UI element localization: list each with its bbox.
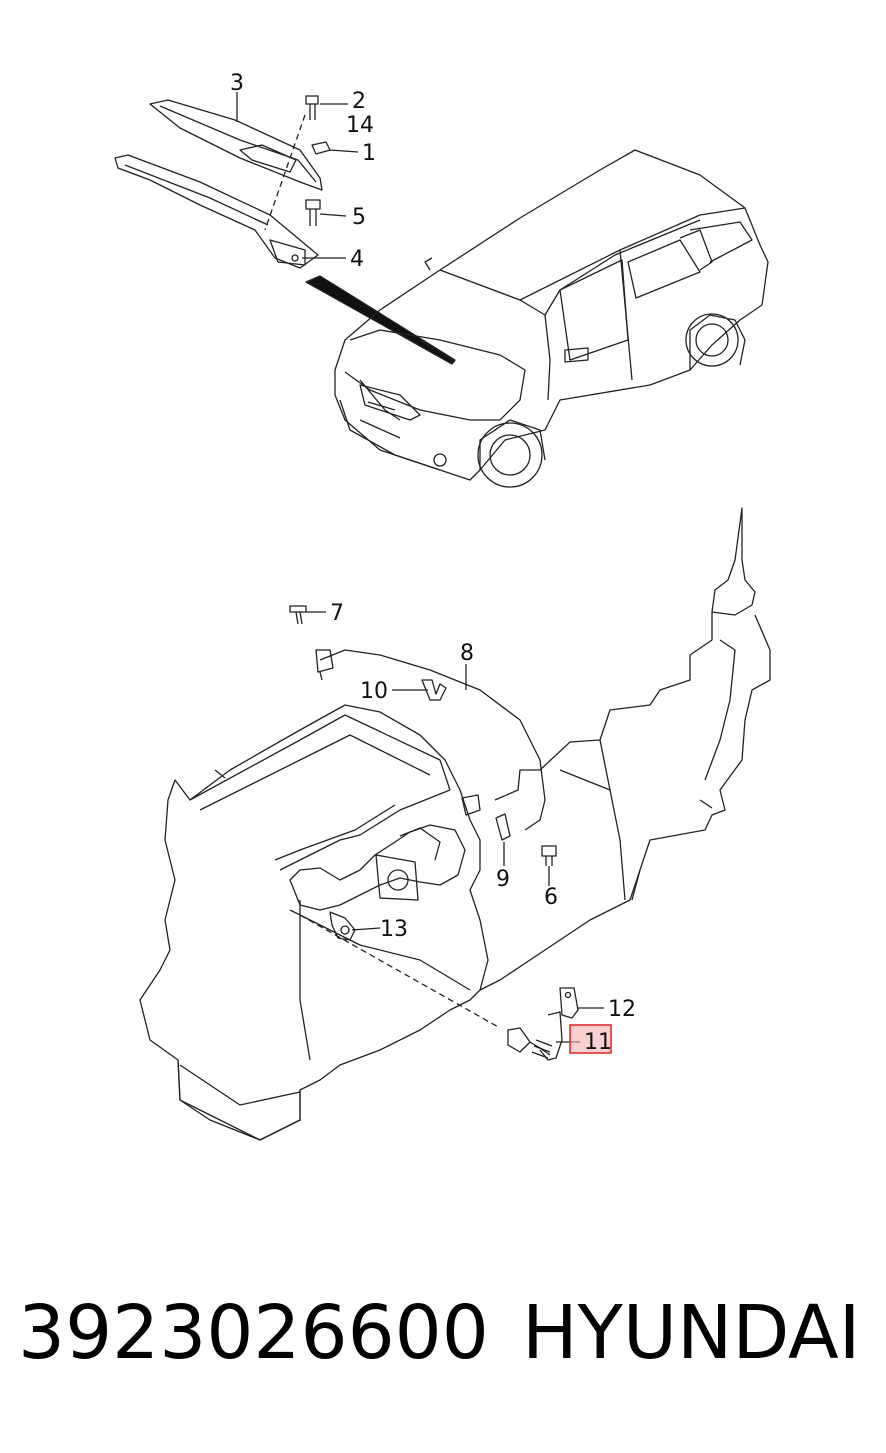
bracket-12: [559, 987, 579, 1019]
callout-12[interactable]: 12: [608, 997, 636, 1022]
callout-13[interactable]: 13: [380, 917, 408, 942]
clip-1: [311, 141, 331, 155]
assembly-guide-line: [264, 114, 306, 231]
callout-3[interactable]: 3: [230, 71, 244, 96]
parts-diagram: 3 2 14 1 5 4 7 8 10 9 6 13 12 11: [114, 71, 771, 1141]
callout-8[interactable]: 8: [460, 641, 474, 666]
exhaust-manifold: [289, 794, 481, 911]
callout-7[interactable]: 7: [330, 601, 344, 626]
part-number: 3923026600: [18, 1290, 489, 1376]
bracket-9: [495, 813, 511, 841]
leader-line-1: [329, 149, 359, 153]
callout-10[interactable]: 10: [360, 679, 388, 704]
location-pointer-arrow: [305, 275, 456, 365]
engine-cover-upper: [149, 99, 323, 191]
callout-11[interactable]: 11: [584, 1030, 612, 1055]
callout-2[interactable]: 2: [352, 89, 366, 114]
callout-5[interactable]: 5: [352, 205, 366, 230]
engine-cover-lower: [114, 154, 319, 269]
bolt-5: [305, 199, 321, 226]
sensor-guide-line: [299, 914, 501, 1029]
sensor-13: [329, 911, 356, 941]
callout-9[interactable]: 9: [496, 867, 510, 892]
suv-vehicle: [334, 149, 769, 488]
engine-block: [139, 704, 489, 1141]
transmission-housing: [479, 507, 771, 991]
brand-name: HYUNDAI: [522, 1290, 861, 1376]
callout-4[interactable]: 4: [350, 247, 364, 272]
leader-line-5: [319, 213, 347, 217]
sensor-11: [507, 1011, 563, 1061]
sensor-cable-8: [315, 649, 546, 831]
callout-1[interactable]: 1: [362, 141, 376, 166]
highlight-box-11: [569, 1024, 612, 1054]
callout-6[interactable]: 6: [544, 885, 558, 910]
bolt-6: [541, 845, 557, 866]
bolt-7: [289, 605, 307, 625]
callout-14[interactable]: 14: [346, 113, 374, 138]
leader-line-13: [351, 927, 381, 931]
clamp-10: [421, 679, 447, 701]
bolt-2: [305, 95, 319, 120]
